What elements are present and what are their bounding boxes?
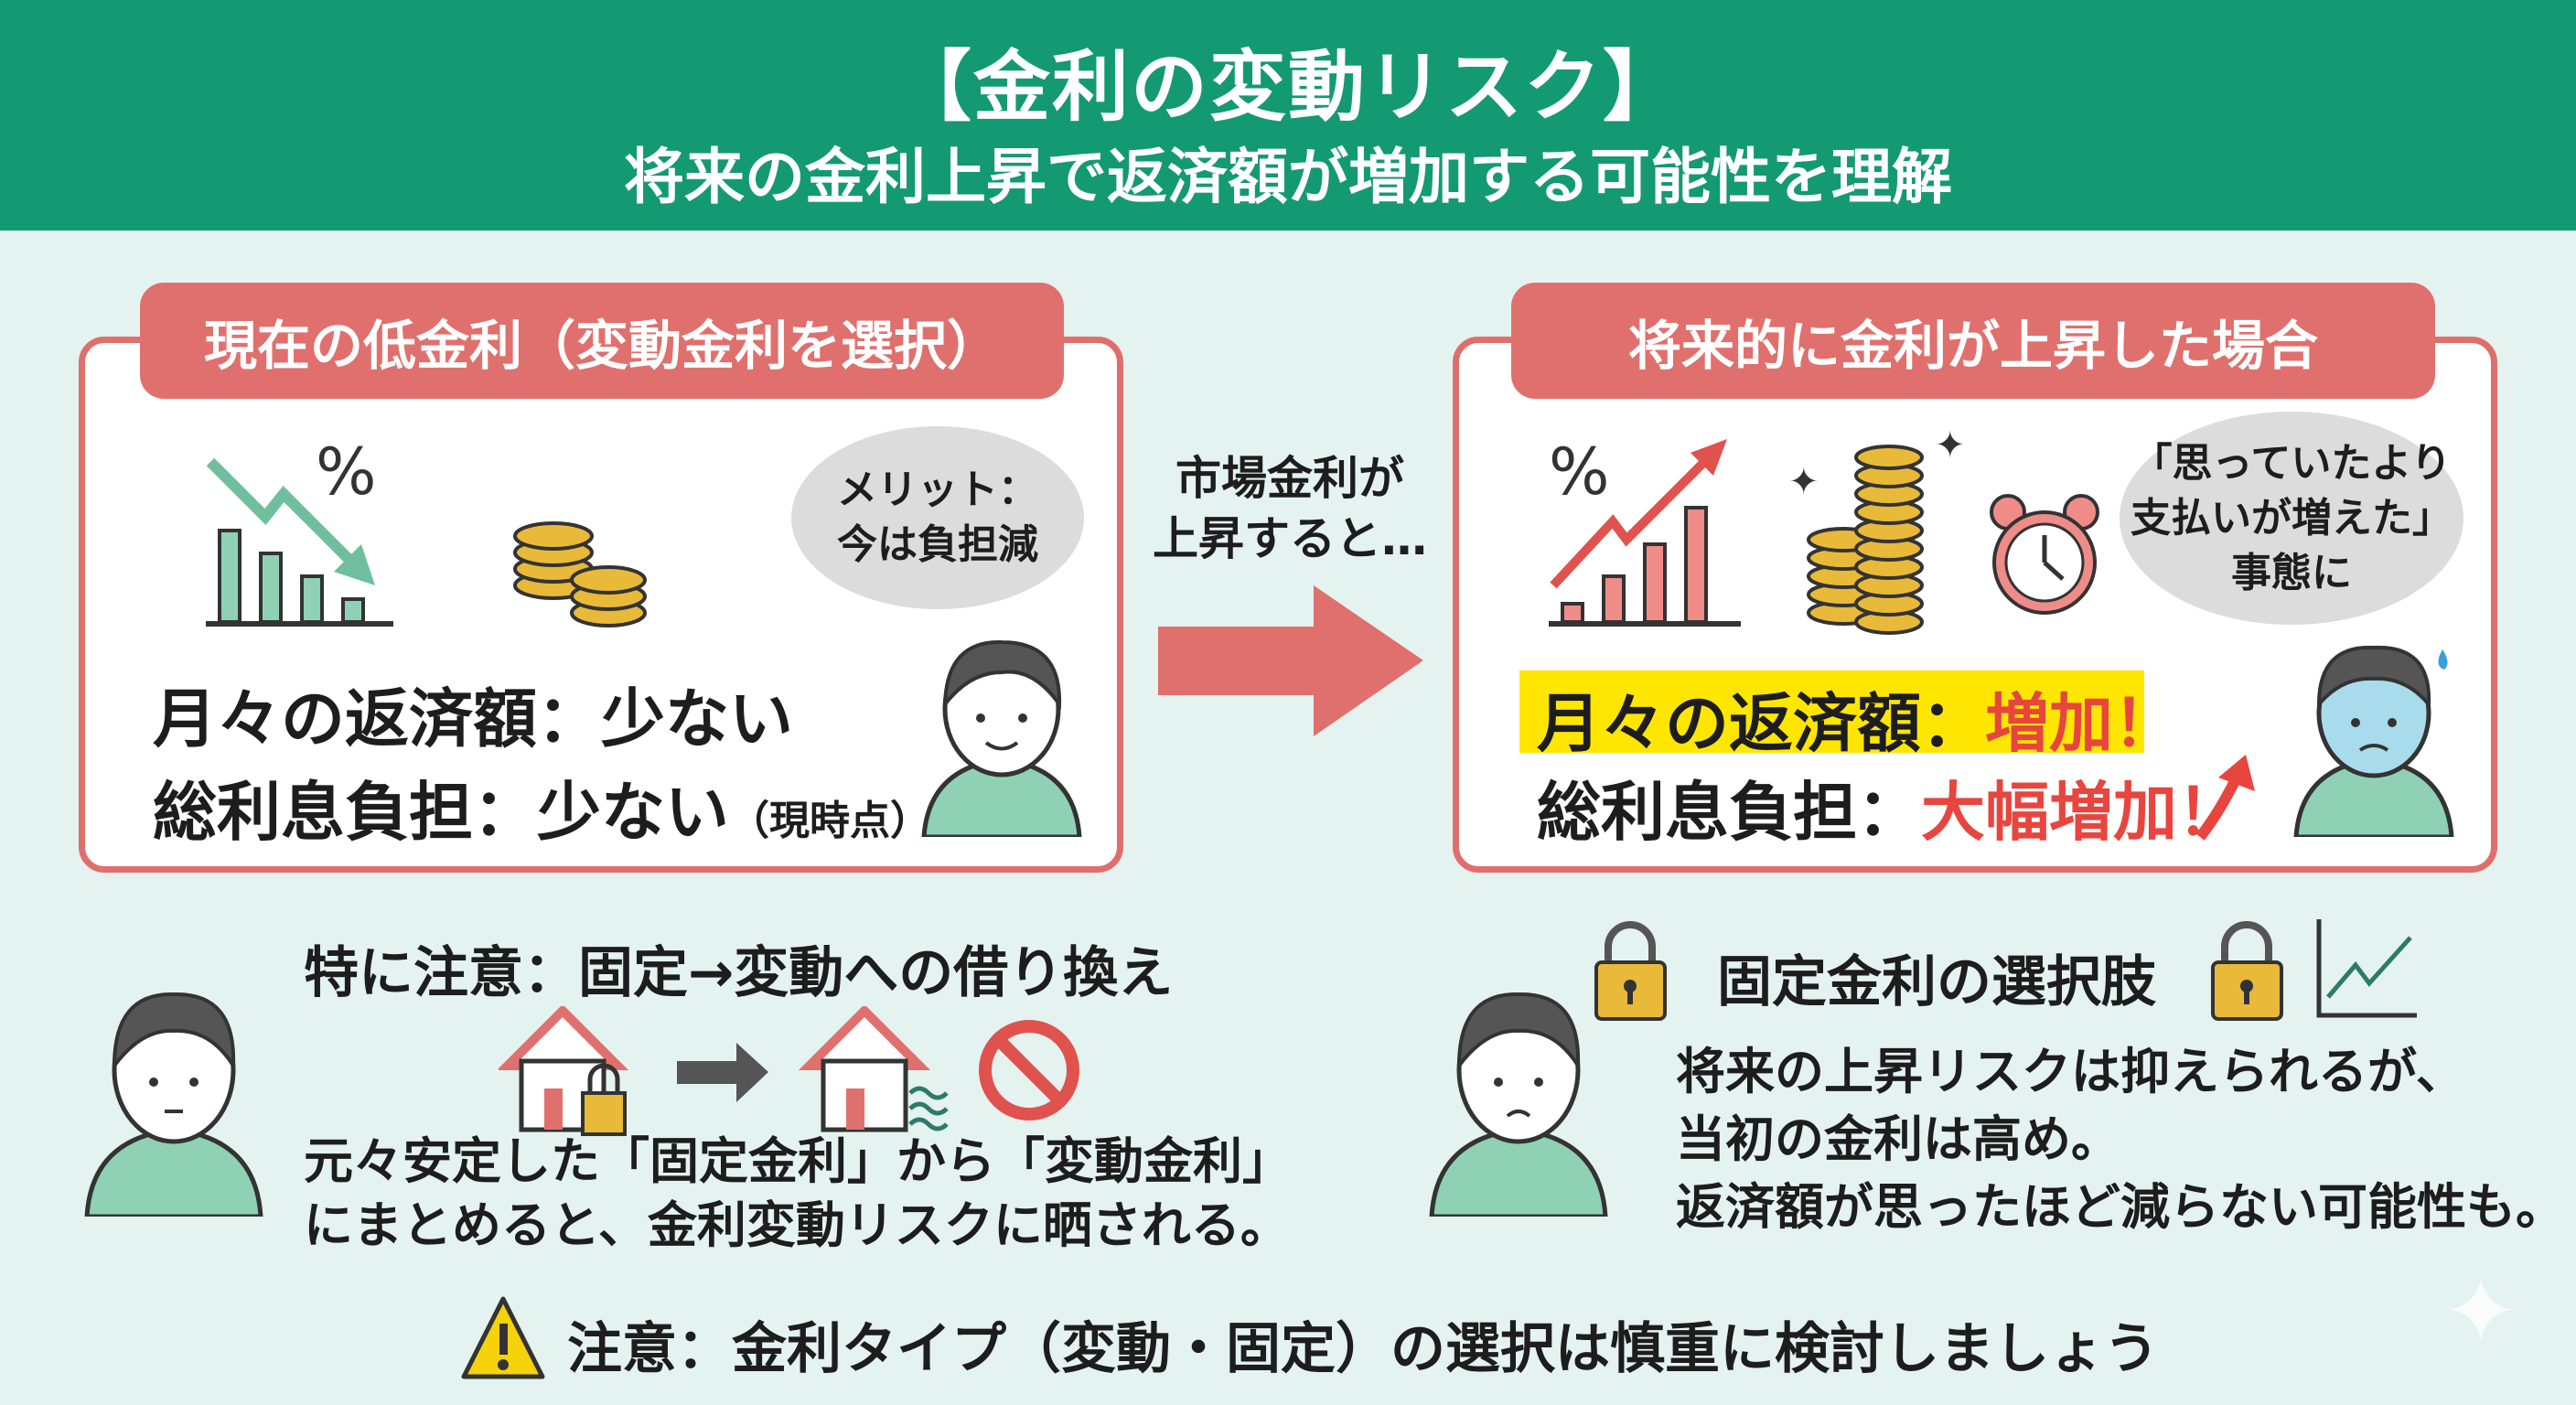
monthly-payment-current: 月々の返済額：少ない (153, 681, 793, 756)
happy-person-icon (921, 639, 1082, 837)
transition-line: 上昇すると… (1153, 512, 1427, 565)
refinance-icons (499, 1006, 1079, 1136)
worry-speech-bubble: 「思っていたより 支払いが増えた」 事態に (2120, 412, 2463, 625)
highlight-box (1519, 670, 2144, 753)
worried-person-icon (2293, 645, 2454, 837)
padlock-icon (1594, 921, 1667, 1021)
arrow-icon (677, 1043, 768, 1102)
bubble-line: 「思っていたより (2131, 439, 2452, 487)
warning-text: 注意：金利タイプ（変動・固定）の選択は慎重に検討しましょう (567, 1317, 2159, 1381)
merit-speech-bubble: メリット： 今は負担減 (791, 426, 1084, 609)
fixed-rate-title: 固定金利の選択肢 (1717, 950, 2156, 1014)
stable-chart-icon (2316, 919, 2417, 1018)
bubble-line: 支払いが増えた」 (2131, 494, 2453, 542)
svg-text:%: % (316, 434, 377, 509)
concerned-person-icon (1429, 992, 1608, 1217)
up-arrow-icon (2195, 755, 2255, 841)
transition-label: 市場金利が 上昇すると… (1134, 448, 1445, 569)
monthly-payment-future: 月々の返済額：増加！ (1537, 686, 2177, 761)
svg-text:%: % (1549, 434, 1610, 509)
alarm-clock-icon (1990, 494, 2099, 615)
coins-icon (513, 521, 647, 627)
svg-text:✦: ✦ (1935, 430, 1966, 467)
fixed-rate-text: 将来の上昇リスクは抑えられるが、 当初の金利は高め。 返済額が思ったほど減らない… (1676, 1038, 2565, 1241)
warning-icon (461, 1296, 545, 1379)
page-title: 【金利の変動リスク】 (894, 42, 1681, 132)
bubble-line: 事態に (2231, 549, 2352, 596)
future-rate-heading: 将来的に金利が上昇した場合 (1511, 283, 2435, 399)
padlock-icon (2211, 921, 2283, 1021)
rising-chart-icon: % (1549, 434, 1741, 627)
right-arrow-icon (1158, 585, 1423, 736)
fixed-line: 将来の上昇リスクは抑えられるが、 (1676, 1043, 2465, 1100)
refinance-line: にまとめると、金利変動リスクに晒される。 (304, 1196, 1290, 1254)
refinance-warning-title: 特に注意：固定→変動への借り換え (304, 941, 1174, 1005)
house-lock-icon (499, 1006, 629, 1136)
house-wave-icon (798, 1006, 949, 1132)
svg-text:✦: ✦ (1788, 461, 1819, 503)
sparkle-icon: ✦ (2442, 1258, 2519, 1365)
fixed-line: 返済額が思ったほど減らない可能性も。 (1676, 1178, 2565, 1236)
header-banner (0, 0, 2576, 231)
current-rate-heading: 現在の低金利（変動金利を選択） (140, 283, 1064, 399)
bubble-line: 今は負担減 (837, 521, 1038, 568)
fixed-line: 当初の金利は高め。 (1676, 1110, 2120, 1168)
person-icon (84, 992, 263, 1217)
falling-chart-icon: % (206, 434, 393, 627)
page-subtitle: 将来の金利上昇で返済額が増加する可能性を理解 (624, 142, 1952, 212)
coin-stack-icon: ✦✦ (1788, 430, 1966, 635)
bubble-line: メリット： (837, 467, 1038, 513)
transition-line: 市場金利が (1175, 452, 1404, 505)
refinance-text: 元々安定した「固定金利」から「変動金利」 にまとめると、金利変動リスクに晒される… (304, 1130, 1292, 1258)
total-interest-future: 総利息負担：大幅増加！ (1537, 775, 2241, 850)
total-interest-current: 総利息負担：少ない（現時点） (153, 775, 930, 850)
refinance-line: 元々安定した「固定金利」から「変動金利」 (304, 1132, 1292, 1190)
prohibited-icon (979, 1020, 1079, 1121)
